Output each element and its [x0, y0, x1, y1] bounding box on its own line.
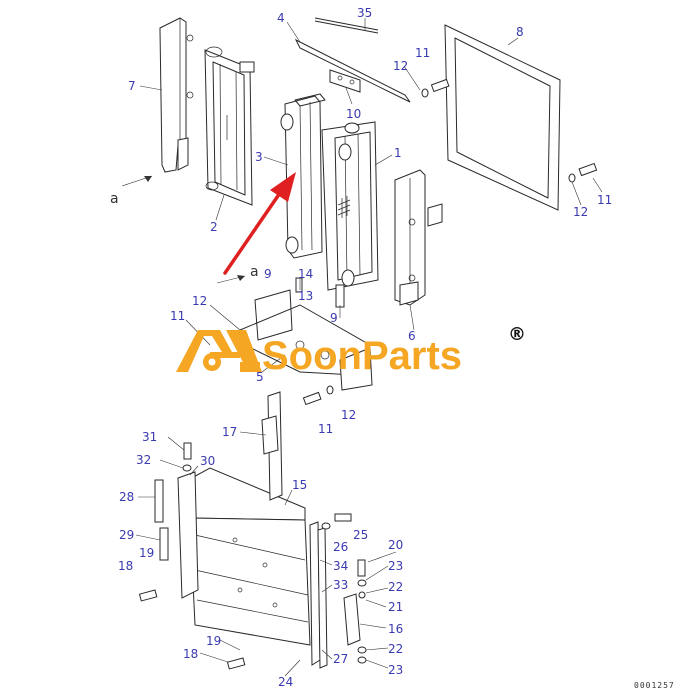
callout: 18: [118, 559, 133, 573]
mount-5: [239, 289, 373, 391]
brand-watermark: SoonParts ®: [176, 324, 526, 378]
callout: 32: [136, 453, 151, 467]
bracket-16: [343, 593, 361, 646]
shroud-8: [444, 24, 561, 211]
bracket-6: [394, 169, 443, 306]
seal-28: [154, 479, 164, 523]
callout: 15: [292, 478, 307, 492]
bracket-7: [159, 17, 194, 173]
callout: 19: [206, 634, 221, 648]
callout: 31: [142, 430, 157, 444]
callout: 33: [333, 578, 348, 592]
reference-letter-a-1: a: [110, 191, 119, 207]
callout: 9: [264, 267, 272, 281]
bolt-20: [357, 559, 367, 599]
bolt-11-right: [568, 162, 598, 183]
callout: 22: [388, 642, 403, 656]
brand-logo-icon: [176, 330, 262, 372]
callout: 7: [128, 79, 136, 93]
leader-lines: [135, 18, 603, 677]
callout: 20: [388, 538, 403, 552]
callout: 12: [341, 408, 356, 422]
callout: 25: [353, 528, 368, 542]
callout: 16: [388, 622, 403, 636]
bracket-4-10: [294, 38, 411, 103]
bolt-18-upper: [138, 589, 158, 602]
guard-15: [187, 467, 311, 646]
callout: 23: [388, 663, 403, 677]
callout: 24: [278, 675, 293, 689]
cooler-3: [280, 93, 326, 259]
callout: 8: [516, 25, 524, 39]
radiator-1: [321, 121, 379, 291]
rod-35: [314, 17, 379, 31]
bracket-17: [261, 391, 283, 501]
callout: 1: [394, 146, 402, 160]
callout: 17: [222, 425, 237, 439]
callout: 19: [139, 546, 154, 560]
plate-30: [177, 471, 199, 599]
brand-name: SoonParts: [262, 334, 462, 378]
callout: 13: [298, 289, 313, 303]
registered-mark: ®: [508, 324, 526, 345]
callout: 28: [119, 490, 134, 504]
highlight-arrow: [223, 172, 296, 275]
callout: 9: [330, 311, 338, 325]
callout: 26: [333, 540, 348, 554]
callout: 12: [393, 59, 408, 73]
callout: 11: [415, 46, 430, 60]
callout: 18: [183, 647, 198, 661]
reference-letter-a-2: a: [250, 264, 259, 280]
bolt-11-upper: [421, 78, 450, 98]
callout: 11: [597, 193, 612, 207]
bolt-18-lower: [226, 657, 246, 670]
callout: 29: [119, 528, 134, 542]
reference-arrow-left: [121, 175, 153, 187]
bolt-31: [182, 442, 192, 472]
callout: 3: [255, 150, 263, 164]
serial-number: 0001257: [634, 681, 675, 690]
callout: 11: [318, 422, 333, 436]
callout: 12: [573, 205, 588, 219]
callout: 34: [333, 559, 348, 573]
callout: 4: [277, 11, 285, 25]
callout: 27: [333, 652, 348, 666]
callout: 12: [192, 294, 207, 308]
strip-33-34: [309, 521, 328, 669]
callout: 22: [388, 580, 403, 594]
callout: 23: [388, 559, 403, 573]
reference-arrow-center: [216, 275, 246, 284]
callout: 11: [170, 309, 185, 323]
callout: 2: [210, 220, 218, 234]
seal-29: [159, 527, 169, 561]
callout-numbers: 35 4 8 7 11 12 10 3 1 2 12 11 9 14 13 9 …: [118, 6, 612, 689]
washer-22-23-lower: [357, 646, 367, 664]
callout: 6: [408, 329, 416, 343]
bolt-25: [321, 513, 352, 530]
callout: 35: [357, 6, 372, 20]
callout: 14: [298, 267, 313, 281]
callout: 30: [200, 454, 215, 468]
callout: 5: [256, 370, 264, 384]
radiator-2: [204, 46, 255, 206]
callout: 10: [346, 107, 361, 121]
bolt-11-lower: [302, 385, 334, 406]
callout: 21: [388, 600, 403, 614]
